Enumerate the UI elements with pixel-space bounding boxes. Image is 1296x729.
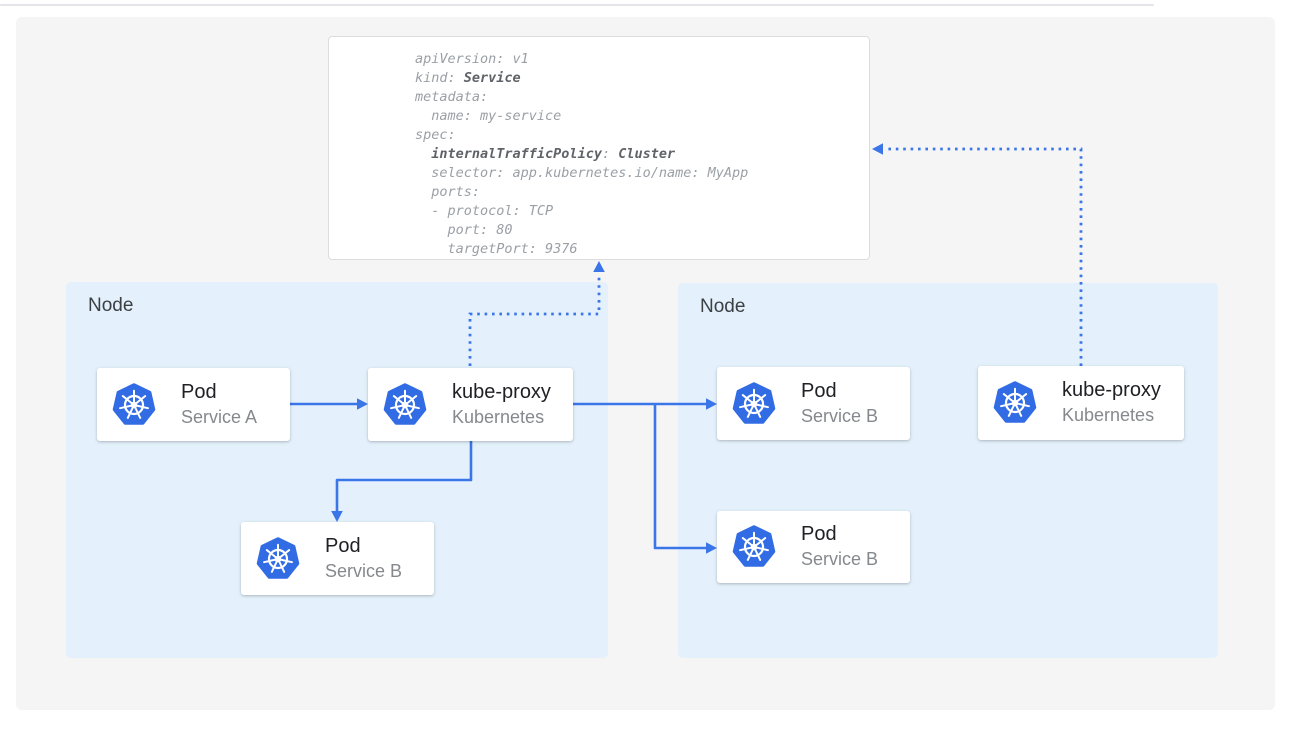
yaml-line: selector: app.kubernetes.io/name: MyApp — [415, 165, 749, 181]
yaml-line: kind: Service — [415, 70, 521, 86]
card-subtitle: Service B — [801, 405, 879, 426]
card-subtitle: Service B — [801, 549, 879, 570]
node-label: Node — [88, 295, 134, 316]
yaml-line: targetPort: 9376 — [415, 241, 578, 257]
node-box-left: Node — [66, 282, 608, 658]
kubernetes-logo-icon — [382, 383, 428, 427]
yaml-line: - protocol: TCP — [415, 203, 554, 219]
card-kube-proxy-left: kube-proxy Kubernetes — [368, 368, 573, 441]
kubernetes-logo-icon — [111, 383, 157, 427]
card-title: Pod — [801, 379, 837, 402]
service-yaml-box: apiVersion: v1 kind: Service metadata: n… — [328, 36, 870, 260]
card-pod-service-b-left: Pod Service B — [241, 522, 434, 595]
kubernetes-logo-icon — [731, 382, 777, 426]
kubernetes-logo-icon — [255, 537, 301, 581]
yaml-line: ports: — [415, 184, 481, 200]
card-title: Pod — [801, 523, 837, 546]
yaml-line: name: my-service — [415, 108, 562, 124]
card-kube-proxy-right: kube-proxy Kubernetes — [978, 366, 1184, 440]
yaml-line: metadata: — [415, 89, 489, 105]
card-title: Pod — [181, 380, 217, 403]
card-pod-service-b-right-1: Pod Service B — [717, 367, 910, 440]
yaml-line: internalTrafficPolicy: Cluster — [431, 146, 676, 162]
card-title: kube-proxy — [452, 380, 551, 403]
card-pod-service-b-right-2: Pod Service B — [717, 511, 910, 583]
yaml-line: spec: — [415, 127, 456, 143]
kubernetes-logo-icon — [992, 381, 1038, 425]
card-title: Pod — [325, 534, 361, 557]
card-pod-service-a: Pod Service A — [97, 368, 290, 441]
card-subtitle: Service B — [325, 560, 403, 581]
card-subtitle: Service A — [181, 406, 258, 427]
card-subtitle: Kubernetes — [1062, 405, 1155, 426]
kubernetes-logo-icon — [731, 525, 777, 569]
yaml-line: port: 80 — [415, 222, 513, 238]
yaml-line: apiVersion: v1 — [415, 51, 529, 67]
card-subtitle: Kubernetes — [452, 406, 545, 427]
node-box-right: Node — [678, 283, 1218, 658]
top-divider — [0, 4, 1154, 6]
card-title: kube-proxy — [1062, 379, 1161, 402]
node-label: Node — [700, 296, 746, 317]
